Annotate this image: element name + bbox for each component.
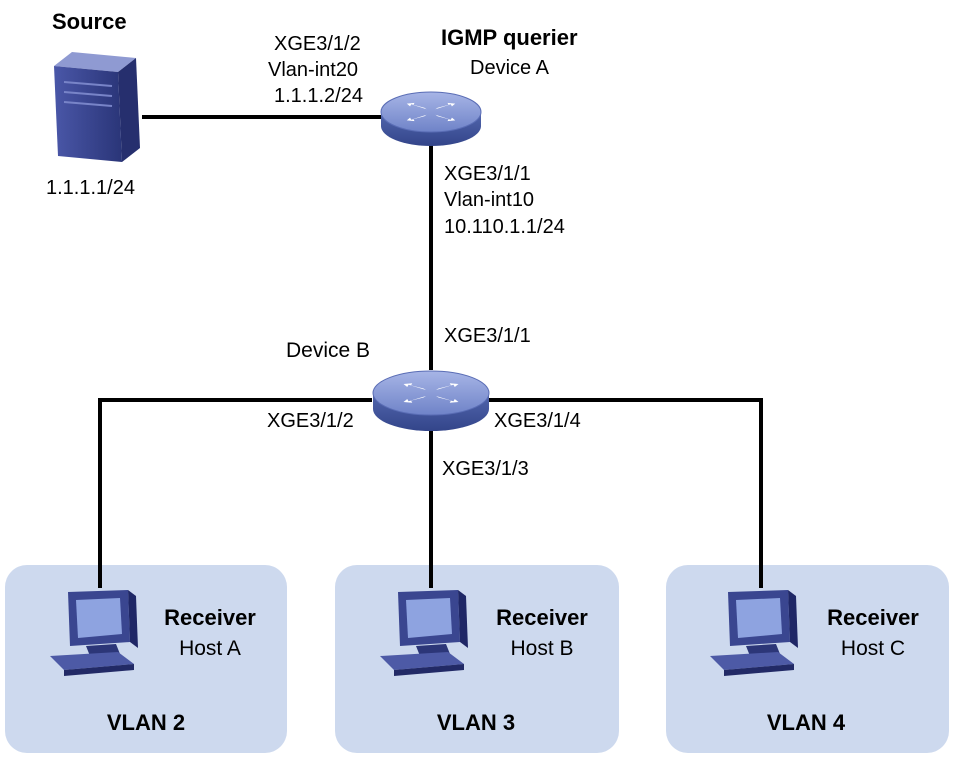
source-title: Source <box>52 9 127 34</box>
vlan-4-label: VLAN 4 <box>766 710 846 735</box>
device-a-port-b-if: XGE3/1/1 <box>444 163 531 185</box>
device-a-router-icon <box>380 91 482 146</box>
host-a-role: Receiver <box>164 605 256 630</box>
device-b-port-down: XGE3/1/3 <box>442 458 529 480</box>
source-ip: 1.1.1.1/24 <box>46 177 135 199</box>
device-a-port-b-vlan: Vlan-int10 <box>444 189 535 211</box>
host-b-computer-icon <box>380 590 468 676</box>
device-a-name: Device A <box>470 57 549 79</box>
vlan-2-label: VLAN 2 <box>106 710 186 735</box>
device-b-port-right: XGE3/1/4 <box>494 410 581 432</box>
links <box>98 115 763 588</box>
vlan-3-label: VLAN 3 <box>436 710 516 735</box>
device-a-role: IGMP querier <box>441 25 578 50</box>
device-a-port-source-if: XGE3/1/2 <box>274 33 361 55</box>
host-b-name: Host B <box>510 637 574 660</box>
host-a-name: Host A <box>179 637 241 660</box>
host-c-role: Receiver <box>827 605 919 630</box>
vlan-3-area <box>335 565 619 753</box>
device-b-port-left: XGE3/1/2 <box>267 410 354 432</box>
host-c-computer-icon <box>710 590 798 676</box>
vlan-2-area <box>5 565 287 753</box>
host-a-computer-icon <box>50 590 138 676</box>
link-device-b-host-c <box>488 398 763 588</box>
device-b-router-icon <box>372 370 490 431</box>
host-c-name: Host C <box>840 637 906 660</box>
device-b-name: Device B <box>286 339 371 362</box>
device-a-port-source-vlan: Vlan-int20 <box>268 59 359 81</box>
link-device-b-host-a <box>98 398 372 588</box>
device-a-port-source-ip: 1.1.1.2/24 <box>274 85 363 107</box>
source-server-icon <box>54 52 140 162</box>
device-a-port-b-ip: 10.110.1.1/24 <box>444 216 565 238</box>
host-b-role: Receiver <box>496 605 588 630</box>
device-b-port-up: XGE3/1/1 <box>444 325 531 347</box>
